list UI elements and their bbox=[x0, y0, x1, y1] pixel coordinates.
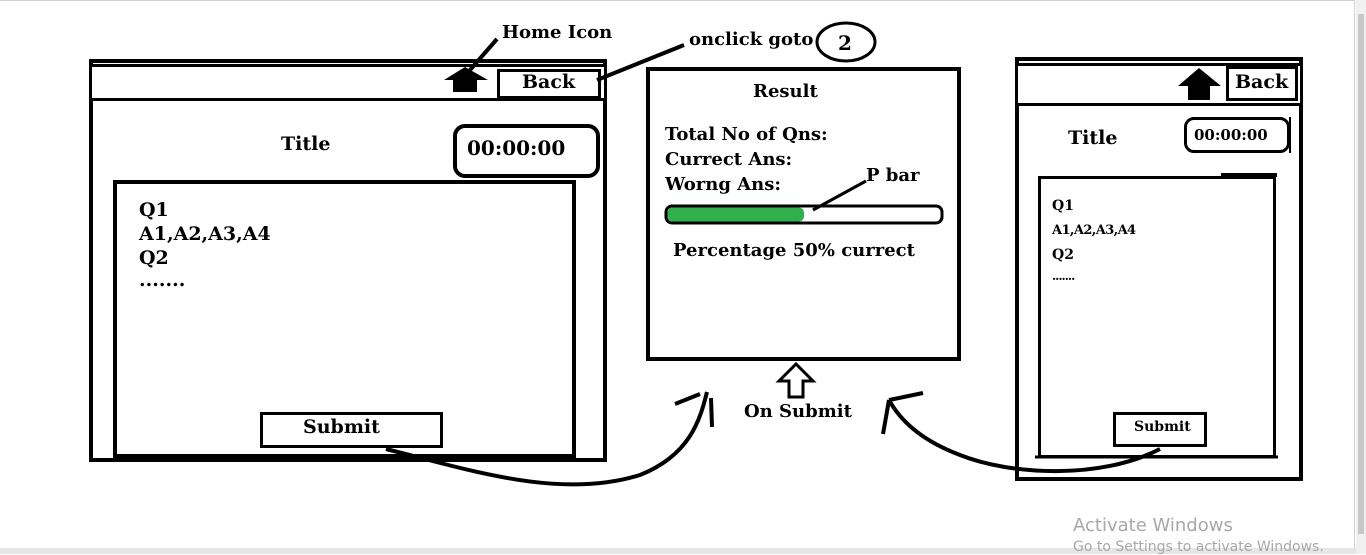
left-q2: Q2 bbox=[139, 247, 169, 269]
scrollbar-thumb[interactable] bbox=[1358, 14, 1364, 534]
watermark-title: Activate Windows bbox=[1073, 515, 1233, 536]
right-ellipsis: ....... bbox=[1052, 269, 1075, 283]
right-title: Title bbox=[1068, 127, 1118, 149]
result-correct-answers: Currect Ans: bbox=[665, 149, 793, 170]
right-timer-box bbox=[1184, 117, 1290, 153]
result-wrong-answers: Worng Ans: bbox=[665, 174, 782, 195]
right-q2: Q2 bbox=[1052, 247, 1074, 263]
right-submit-label: Submit bbox=[1134, 419, 1191, 435]
annotation-p-bar: P bar bbox=[866, 165, 920, 186]
result-screen-frame bbox=[646, 67, 961, 361]
right-back-label: Back bbox=[1235, 71, 1289, 93]
left-answers: A1,A2,A3,A4 bbox=[139, 223, 271, 245]
right-timer-text: 00:00:00 bbox=[1194, 126, 1268, 144]
annotation-home-icon: Home Icon bbox=[502, 22, 613, 43]
right-q1: Q1 bbox=[1052, 198, 1074, 214]
left-title: Title bbox=[281, 133, 331, 155]
left-back-label: Back bbox=[522, 71, 576, 93]
annotation-on-submit: On Submit bbox=[744, 401, 852, 422]
result-total-questions: Total No of Qns: bbox=[665, 124, 828, 145]
annotation-onclick-goto: onclick goto bbox=[689, 29, 814, 50]
left-q1: Q1 bbox=[139, 199, 169, 221]
left-ellipsis: ....... bbox=[139, 269, 186, 291]
right-back-button[interactable] bbox=[1226, 66, 1298, 101]
watermark-subtitle: Go to Settings to activate Windows. bbox=[1073, 539, 1324, 555]
result-percentage: Percentage 50% currect bbox=[673, 240, 915, 261]
annotation-goto-number: 2 bbox=[838, 31, 852, 55]
left-timer-text: 00:00:00 bbox=[467, 136, 566, 160]
left-back-button[interactable] bbox=[497, 69, 601, 99]
left-timer-box bbox=[453, 124, 600, 178]
result-heading: Result bbox=[753, 81, 818, 102]
horizontal-scrollbar[interactable] bbox=[0, 548, 1356, 554]
right-answers: A1,A2,A3,A4 bbox=[1052, 223, 1136, 238]
left-submit-label: Submit bbox=[303, 416, 380, 438]
